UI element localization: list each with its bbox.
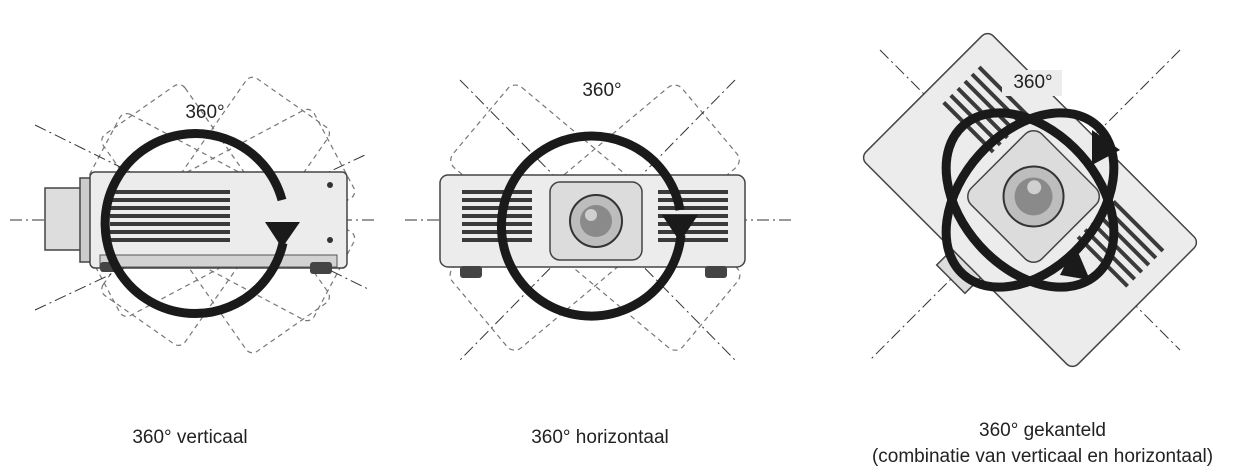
tilted-caption-line-1: 360° gekanteld xyxy=(979,420,1106,441)
vertical-caption: 360° verticaal xyxy=(60,425,320,451)
tilted-degree-label-background xyxy=(1002,70,1062,96)
vertical-diagram: 360° 360° verticaal xyxy=(0,0,380,472)
vertical-ghost-outlines xyxy=(78,76,356,354)
vertical-projector-illustration xyxy=(10,76,375,354)
tilted-caption-line-2: (combinatie van verticaal en horizontaal… xyxy=(871,446,1214,467)
horizontal-degree-label: 360° xyxy=(582,80,622,101)
vertical-degree-label: 360° xyxy=(185,102,225,123)
vertical-rotation-arrow xyxy=(100,129,300,318)
tilted-degree-label: 360° xyxy=(1013,72,1053,93)
tilted-projector-illustration xyxy=(862,32,1198,368)
tilted-rotation-arrows xyxy=(941,108,1119,292)
vertical-caption-line: 360° verticaal xyxy=(132,427,248,448)
horizontal-caption: 360° horizontaal xyxy=(470,425,730,451)
horizontal-caption-line: 360° horizontaal xyxy=(531,427,669,448)
tilted-caption: 360° gekanteld (combinatie van verticaal… xyxy=(840,418,1245,470)
vertical-projector-body xyxy=(44,171,348,274)
tilted-diagram: 360° 360° gekanteld (combinatie van vert… xyxy=(820,0,1249,472)
horizontal-projector-body xyxy=(439,174,746,278)
horizontal-rotation-arrow xyxy=(496,131,698,321)
horizontal-projector-illustration xyxy=(405,79,795,361)
horizontal-diagram: 360° 360° horizontaal xyxy=(400,0,800,472)
tilted-arrowhead-upper xyxy=(1092,130,1120,165)
tilted-arrowhead-lower xyxy=(1060,245,1090,280)
